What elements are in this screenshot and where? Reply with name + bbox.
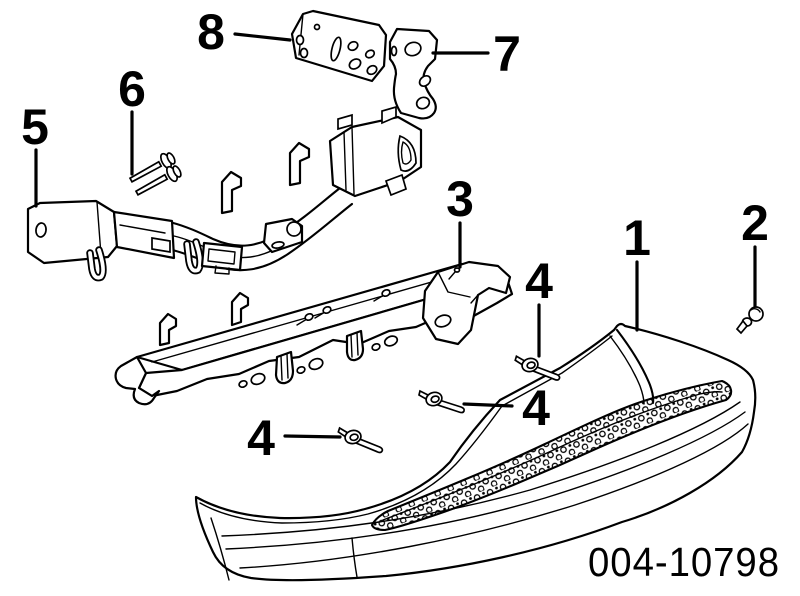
leader-8 — [233, 32, 292, 42]
callout-label-5: 5 — [21, 99, 49, 155]
callout-label-2: 2 — [741, 195, 769, 251]
callout-label-4a: 4 — [525, 253, 553, 309]
part-push-pin — [735, 306, 764, 335]
callout-label-6: 6 — [118, 61, 146, 117]
part-screw — [336, 426, 385, 454]
step-pad — [370, 379, 733, 532]
part-side-bracket — [388, 27, 439, 120]
part-trailer-hitch — [26, 105, 423, 282]
drawing-number: 004-10798 — [588, 539, 780, 585]
part-hitch-bolts — [128, 152, 182, 196]
part-screw — [418, 389, 466, 414]
callout-labels: 1 2 3 4 4 4 5 6 7 8 — [21, 4, 769, 466]
leader-4c — [283, 434, 342, 439]
part-upper-bracket — [290, 9, 388, 83]
part-screw — [513, 354, 562, 381]
callout-label-1: 1 — [623, 210, 651, 266]
leader-4b — [462, 402, 514, 408]
callout-label-4b: 4 — [522, 380, 550, 436]
callout-leaders — [34, 32, 757, 439]
callout-label-4c: 4 — [247, 410, 275, 466]
part-bumper-fascia — [194, 322, 757, 582]
part-reinforcement-bar — [114, 260, 514, 406]
callout-label-8: 8 — [197, 4, 225, 60]
callout-label-7: 7 — [493, 26, 521, 82]
callout-label-3: 3 — [446, 171, 474, 227]
